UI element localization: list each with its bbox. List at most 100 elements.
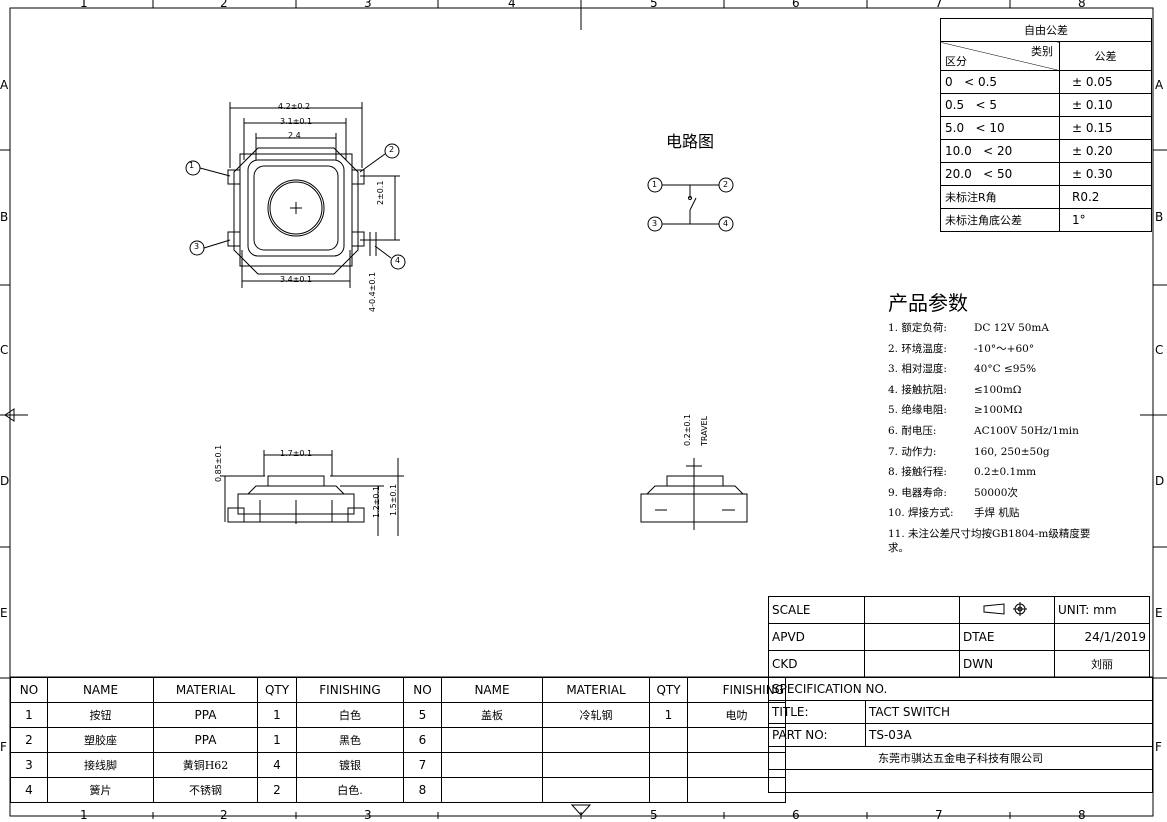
circuit-pin-4: 4 <box>723 219 729 228</box>
dim-travel: 0.2±0.1 <box>683 413 692 446</box>
part-value: TS-03A <box>865 723 1153 747</box>
bom-qty2 <box>649 752 688 778</box>
title-value: TACT SWITCH <box>865 700 1153 724</box>
param-row: 4. 接触抗阻:≤100mΩ <box>888 380 1098 401</box>
pin-label-1: 1 <box>189 161 195 170</box>
bom-table: NO NAME MATERIAL QTY FINISHING NO NAME M… <box>10 677 786 803</box>
dim-height-pin: 2±0.1 <box>376 180 385 205</box>
range-from: 0 <box>945 75 953 89</box>
bom-material: PPA <box>153 702 258 728</box>
tolerance-header-tol: 公差 <box>1059 41 1152 71</box>
range-from: 10.0 <box>945 144 972 158</box>
tolerance-value: ± 0.20 <box>1059 139 1152 163</box>
dwn-label: DWN <box>959 650 1055 678</box>
pin-label-2: 2 <box>389 145 395 154</box>
ruler-bottom-2: 2 <box>220 808 228 822</box>
params-note: 11. 未注公差尺寸均按GB1804-m级精度要求。 <box>888 527 1091 554</box>
bom-material2: 冷轧钢 <box>542 702 650 728</box>
range-to: < 20 <box>983 144 1013 158</box>
bom-name: 接线脚 <box>47 752 154 778</box>
tolerance-value: ± 0.15 <box>1059 116 1152 140</box>
bom-no2: 7 <box>403 752 442 778</box>
ruler-bottom-7: 7 <box>935 808 943 822</box>
param-key: 3. 相对湿度: <box>888 363 947 376</box>
pin-label-4: 4 <box>395 256 401 265</box>
side-left-D: D <box>0 474 10 488</box>
param-key: 5. 绝缘电阻: <box>888 404 947 417</box>
spec-block: SPECIFICATION NO. TITLE:TACT SWITCH PART… <box>768 677 1153 793</box>
bom-no: 4 <box>10 777 48 803</box>
ruler-bottom-1: 1 <box>80 808 88 822</box>
ruler-bottom-6: 6 <box>792 808 800 822</box>
range-to: < 0.5 <box>964 75 998 89</box>
bom-qty: 2 <box>257 777 297 803</box>
bom-qty: 1 <box>257 727 297 753</box>
dwn-value: 刘丽 <box>1054 650 1150 678</box>
dim-side-h3: 1.5±0.1 <box>389 483 398 516</box>
tolerance-title: 自由公差 <box>940 18 1152 42</box>
param-row: 8. 接触行程: 0.2±0.1mm <box>888 462 1098 483</box>
tolerance-header-category: 类别 <box>1031 45 1053 58</box>
bom-name: 塑胶座 <box>47 727 154 753</box>
bom-header-name: NAME <box>47 677 154 703</box>
bom-no2: 8 <box>403 777 442 803</box>
dim-width-outer: 4.2±0.2 <box>278 102 311 111</box>
scale-label: SCALE <box>768 596 865 624</box>
bom-qty: 4 <box>257 752 297 778</box>
param-key: 4. 接触抗阻: <box>888 383 947 396</box>
bom-finishing: 黑色 <box>296 727 404 753</box>
dim-side-h1: 0.85±0.1 <box>214 444 223 482</box>
bom-header-qty2: QTY <box>649 677 688 703</box>
tolerance-header-zone: 区分 <box>945 55 967 68</box>
param-row: 5. 绝缘电阻:≥100MΩ <box>888 400 1098 421</box>
ruler-top-1: 1 <box>80 0 88 10</box>
pin-label-3: 3 <box>194 242 200 251</box>
bom-material2 <box>542 752 650 778</box>
bom-finishing: 白色. <box>296 777 404 803</box>
bom-qty2 <box>649 727 688 753</box>
ruler-bottom-5: 5 <box>650 808 658 822</box>
side-right-D: D <box>1155 474 1165 488</box>
bom-material2 <box>542 777 650 803</box>
param-value: 0.2±0.1mm <box>974 466 1037 479</box>
bom-row: 1 按钮 PPA 1 白色 5 盖板 冷轧钢 1 电叻 <box>10 702 786 728</box>
bom-name: 簧片 <box>47 777 154 803</box>
ckd-value <box>864 650 960 678</box>
ruler-top-7: 7 <box>935 0 943 10</box>
empty-row <box>768 769 1153 793</box>
range-from: 20.0 <box>945 167 972 181</box>
tolerance-row: 20.0 < 50 ± 0.30 <box>940 162 1152 186</box>
param-key: 8. 接触行程: <box>888 466 947 479</box>
param-row: 6. 耐电压:AC100V 50Hz/1min <box>888 421 1098 442</box>
range-to: < 50 <box>983 167 1013 181</box>
scale-value <box>864 596 960 624</box>
tolerance-value: ± 0.30 <box>1059 162 1152 186</box>
angle-tol-value: 1° <box>1059 208 1152 232</box>
param-key: 6. 耐电压: <box>888 424 937 437</box>
top-view <box>185 102 406 288</box>
tolerance-value: ± 0.10 <box>1059 93 1152 117</box>
param-key: 1. 额定负荷: <box>888 322 947 334</box>
bom-finishing: 白色 <box>296 702 404 728</box>
range-to: < 10 <box>975 121 1005 135</box>
side-ruler-ticks <box>0 149 1167 679</box>
bom-no: 2 <box>10 727 48 753</box>
bom-qty: 1 <box>257 702 297 728</box>
r-angle-label: 未标注R角 <box>940 185 1060 209</box>
bom-header-no: NO <box>10 677 48 703</box>
bom-row: 3 接线脚 黄铜H62 4 镀银 7 <box>10 752 786 778</box>
ruler-top-8: 8 <box>1078 0 1086 10</box>
ruler-top-5: 5 <box>650 0 658 10</box>
part-label: PART NO: <box>768 723 866 747</box>
param-value: DC 12V 50mA <box>974 322 1049 334</box>
bom-qty2: 1 <box>649 702 688 728</box>
spec-label: SPECIFICATION NO. <box>768 677 1153 701</box>
side-left-A: A <box>0 78 9 92</box>
circuit-title: 电路图 <box>666 132 715 151</box>
bom-no: 1 <box>10 702 48 728</box>
projection-icon <box>983 601 1027 616</box>
apvd-value <box>864 623 960 651</box>
ruler-bottom-8: 8 <box>1078 808 1086 822</box>
param-row: 9. 电器寿命:50000次 <box>888 483 1098 504</box>
dim-width-inner: 2.4 <box>288 131 301 140</box>
